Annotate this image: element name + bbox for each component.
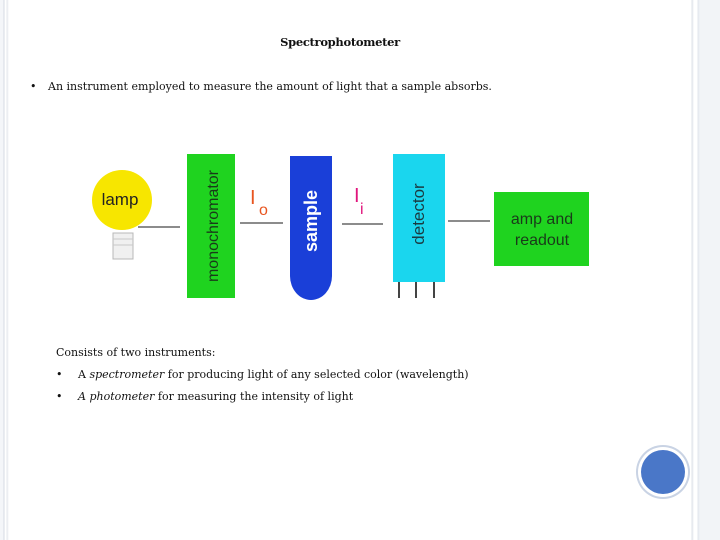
monochromator-label: monochromator: [205, 169, 222, 282]
incident-intensity-label: I o: [250, 187, 268, 219]
lamp-component: lamp: [92, 170, 152, 260]
monochromator-component: monochromator: [187, 154, 235, 298]
consists-heading: Consists of two instruments:: [56, 346, 216, 359]
sample-label: sample: [301, 190, 321, 252]
bullet-marker: •: [56, 390, 63, 403]
svg-text:o: o: [259, 202, 268, 219]
detector-component: detector: [393, 154, 445, 298]
bullet-marker: •: [30, 80, 37, 93]
svg-text:i: i: [360, 201, 364, 218]
slide-title: Spectrophotometer: [280, 35, 400, 49]
bullet-marker: •: [56, 368, 63, 381]
list-item: A spectrometer for producing light of an…: [78, 368, 469, 381]
sample-component: sample: [290, 156, 332, 300]
amp-label-line2: readout: [515, 232, 570, 249]
lamp-label: lamp: [102, 190, 139, 209]
right-border-decoration: [688, 0, 720, 540]
definition-text: An instrument employed to measure the am…: [48, 80, 492, 93]
detector-label: detector: [409, 183, 428, 245]
svg-text:I: I: [354, 185, 360, 207]
left-border-decoration: [0, 0, 9, 540]
amp-readout-component: amp and readout: [494, 192, 589, 266]
svg-text:I: I: [250, 187, 256, 209]
amp-label-line1: amp and: [511, 211, 573, 228]
list-item: A photometer for measuring the intensity…: [78, 390, 354, 403]
transmitted-intensity-label: I i: [354, 185, 364, 218]
decorative-circle: [641, 450, 685, 494]
